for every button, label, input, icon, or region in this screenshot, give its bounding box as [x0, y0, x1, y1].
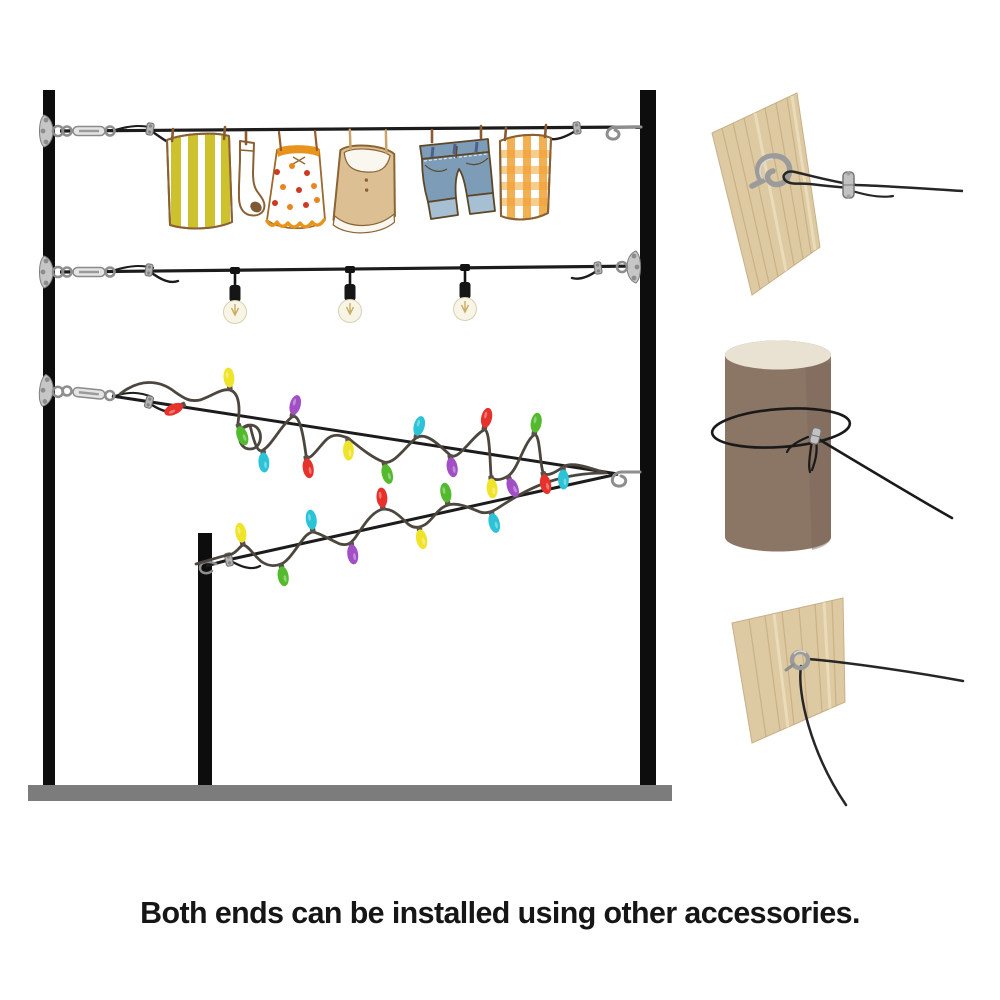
christmas-bulb-green: [235, 422, 249, 446]
caption: Both ends can be installed using other a…: [140, 895, 860, 930]
end-hook-icon: [198, 560, 218, 575]
christmas-bulb-red: [539, 471, 552, 495]
string-light-bulb: [223, 267, 247, 324]
christmas-bulb-purple: [289, 395, 302, 418]
right-pole: [640, 90, 656, 790]
light-cord-lower: [194, 471, 606, 568]
wire: [782, 170, 964, 193]
clothes-item-striped-towel: [166, 125, 233, 230]
christmas-bulb-cyan: [305, 509, 317, 533]
christmas-bulb-green: [277, 563, 289, 587]
string-light-bulbs: [223, 264, 477, 324]
clothes-item-sock: [237, 130, 266, 217]
christmas-bulb-red: [164, 401, 187, 416]
christmas-bulb-purple: [505, 474, 519, 498]
clothes-item-jeans: [419, 124, 496, 220]
left-pole: [43, 90, 55, 790]
christmas-bulb-cyan: [413, 416, 426, 439]
christmas-bulb-yellow: [223, 367, 235, 391]
christmas-bulbs-upper: [164, 367, 569, 499]
eye-hook-icon: [784, 649, 811, 672]
christmas-bulb-green: [530, 412, 542, 436]
christmas-bulb-purple: [446, 454, 458, 478]
christmas-bulb-yellow: [415, 526, 428, 550]
christmas-bulb-cyan: [488, 510, 501, 533]
christmas-bulb-red: [480, 407, 493, 431]
middle-pole: [198, 533, 212, 790]
christmas-bulb-red: [376, 487, 388, 511]
end-hook-icon: [605, 125, 643, 141]
detail-panel-hook-board: [711, 92, 964, 296]
crimp-sleeve-icon: [842, 171, 855, 199]
eye-bracket-icon: [39, 255, 65, 289]
turnbuckle-icon: [61, 266, 116, 278]
cup-hook-icon: [749, 153, 793, 189]
eye-bracket-icon: [38, 373, 65, 407]
wire-clamp-icon: [143, 395, 155, 409]
detail-panel-eye-board: [731, 597, 965, 807]
string-light-bulb: [338, 266, 362, 323]
clothes-item-gingham-towel: [499, 123, 552, 221]
wire: [799, 664, 848, 807]
clothes-item-dress: [265, 129, 326, 230]
christmas-bulb-green: [440, 482, 452, 506]
christmas-bulb-cyan: [258, 449, 270, 473]
scene-svg: [28, 90, 965, 807]
string-light-wire-assembly: [39, 250, 641, 324]
detail-panel-post-wrap: [710, 340, 954, 552]
christmas-bulb-yellow: [486, 475, 498, 499]
clothes-item-camisole: [332, 128, 396, 234]
wire-clamp-icon: [144, 263, 154, 277]
wire-clamp-icon: [145, 122, 155, 136]
eye-bracket-icon: [615, 250, 641, 284]
christmas-bulb-yellow: [343, 437, 354, 461]
christmas-bulb-green: [381, 461, 394, 484]
wire: [818, 438, 954, 520]
christmas-light-assembly: [38, 367, 642, 587]
string-light-bulb: [453, 264, 477, 321]
turnbuckle-icon: [61, 385, 116, 402]
wire-clamp-icon: [572, 121, 582, 135]
christmas-bulb-red: [302, 455, 314, 479]
wire-tail: [847, 188, 895, 198]
christmas-bulbs-lower: [235, 482, 501, 587]
christmas-bulb-cyan: [558, 466, 569, 490]
turnbuckle-icon: [61, 125, 116, 137]
clothes-line: [166, 123, 552, 234]
wire-loop: [710, 407, 852, 449]
light-cord-upper: [118, 381, 608, 482]
christmas-bulb-yellow: [235, 522, 247, 546]
wire: [806, 657, 965, 683]
wire-clamp-icon: [593, 261, 603, 275]
end-hook-icon: [610, 470, 642, 488]
crimp-sleeve-icon: [809, 427, 822, 445]
ground-bar: [28, 785, 672, 801]
christmas-bulb-purple: [347, 541, 359, 565]
